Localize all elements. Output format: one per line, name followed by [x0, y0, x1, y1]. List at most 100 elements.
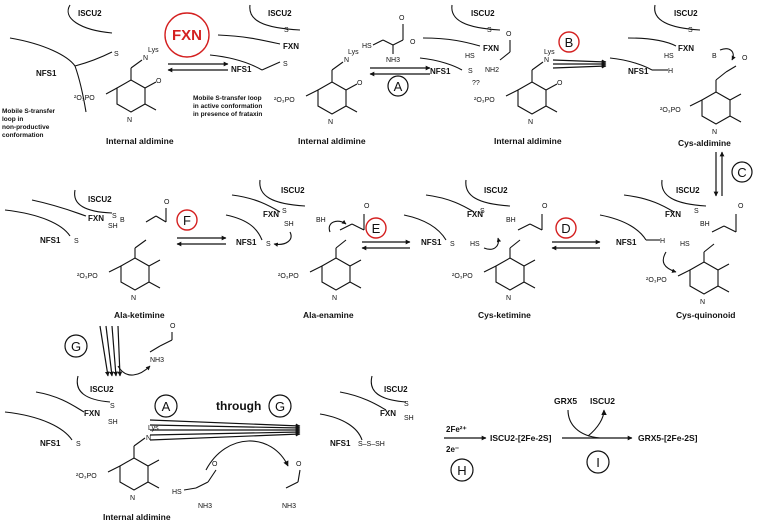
grx5-cluster-label: GRX5-[2Fe-2S]	[638, 433, 698, 443]
caption-internal-aldimine-final: Internal aldimine	[103, 512, 171, 522]
svg-text:ISCU2: ISCU2	[90, 385, 114, 394]
svg-text:G: G	[71, 339, 81, 354]
svg-text:S: S	[487, 27, 492, 34]
electron-label: 2e⁻	[446, 445, 459, 454]
svg-text:N: N	[130, 495, 135, 502]
svg-text:N: N	[332, 295, 337, 302]
svg-text:²O₃PO: ²O₃PO	[77, 273, 98, 280]
svg-text:HS: HS	[362, 43, 372, 50]
svg-text:NH3: NH3	[386, 57, 400, 64]
svg-text:ISCU2: ISCU2	[674, 9, 698, 18]
loop-note-line2: loop in	[2, 116, 23, 123]
svg-text:²O₃PO: ²O₃PO	[274, 97, 295, 104]
released-alanine: O NH3	[149, 323, 176, 364]
svg-text:F: F	[183, 213, 191, 228]
svg-text:HS: HS	[470, 241, 480, 248]
persulfide-label: S–S–SH	[358, 441, 385, 448]
svg-text:N: N	[131, 295, 136, 302]
svg-text:S: S	[282, 208, 287, 215]
nfs1-label: NFS1	[36, 69, 57, 78]
svg-text:²O₃PO: ²O₃PO	[76, 473, 97, 480]
svg-text:NFS1: NFS1	[236, 238, 257, 247]
svg-text:A: A	[394, 79, 403, 94]
svg-text:S: S	[404, 401, 409, 408]
svg-text:²O₃PO: ²O₃PO	[646, 277, 667, 284]
svg-text:O: O	[399, 15, 405, 22]
svg-text:²O₃PO: ²O₃PO	[74, 95, 95, 102]
fxn-marker: FXN	[164, 12, 210, 58]
svg-text:HS: HS	[172, 489, 182, 496]
panel-ala-enamine: ISCU2 FXN NFS1 S S SH BH O N ²O₃PO Ala-e…	[225, 179, 370, 320]
svg-text:C: C	[737, 165, 746, 180]
svg-text:N: N	[146, 435, 151, 442]
step-b-badge: B	[558, 31, 580, 53]
panel-cys-ketimine: ISCU2 FXN NFS1 S S BH HS O N ²O₃PO Cys-k…	[403, 179, 548, 320]
step-c-badge: C	[731, 161, 753, 183]
svg-text:O: O	[506, 31, 512, 38]
svg-text:N: N	[127, 117, 132, 124]
svg-text:O: O	[738, 203, 744, 210]
iscu2-release-label: ISCU2	[590, 396, 615, 406]
svg-text:HS: HS	[465, 53, 475, 60]
svg-text:NFS1: NFS1	[628, 67, 649, 76]
svg-text:A: A	[162, 399, 171, 414]
cysteine-input: O HS NH3	[172, 461, 218, 510]
svg-text:S: S	[283, 61, 288, 68]
panel-internal-aldimine-3: ISCU2 FXN NFS1 S S HS NH2 ?? O N Lys O N…	[419, 4, 563, 146]
equilibrium-arrow-fxn	[167, 61, 229, 73]
svg-text:??: ??	[472, 80, 480, 87]
svg-text:S: S	[266, 241, 271, 248]
svg-text:NH3: NH3	[198, 503, 212, 510]
svg-text:NFS1: NFS1	[40, 439, 61, 448]
svg-text:O: O	[170, 323, 176, 330]
svg-text:in presence of frataxin: in presence of frataxin	[193, 111, 262, 118]
svg-text:NFS1: NFS1	[430, 67, 451, 76]
svg-text:S: S	[480, 208, 485, 215]
svg-text:O: O	[557, 80, 563, 87]
panel-cys-aldimine: ISCU2 FXN NFS1 H S B HS O N ²O₃PO Cys-al…	[609, 4, 748, 148]
svg-text:B: B	[120, 217, 125, 224]
svg-text:²O₃PO: ²O₃PO	[452, 273, 473, 280]
svg-text:SH: SH	[108, 419, 118, 426]
svg-text:S: S	[76, 441, 81, 448]
svg-text:S: S	[694, 208, 699, 215]
plp-structure: N Lys N ²O₃PO	[76, 425, 160, 502]
svg-text:NFS1: NFS1	[330, 439, 351, 448]
svg-text:FXN: FXN	[263, 210, 279, 219]
equilibrium-arrow-f	[176, 235, 227, 247]
svg-text:B: B	[712, 53, 717, 60]
svg-text:O: O	[164, 199, 170, 206]
panel-cys-quinonoid: ISCU2 FXN NFS1 H S BH HS O N ²O₃PO Cys-q…	[599, 179, 744, 320]
caption-internal-aldimine-1: Internal aldimine	[106, 136, 174, 146]
svg-text:N: N	[528, 119, 533, 126]
svg-text:Lys: Lys	[348, 49, 359, 56]
plp-structure: N ²O₃PO	[278, 239, 362, 302]
svg-text:BH: BH	[506, 217, 516, 224]
svg-text:O: O	[410, 39, 416, 46]
caption-internal-aldimine-2: Internal aldimine	[298, 136, 366, 146]
svg-text:NH3: NH3	[150, 357, 164, 364]
iron-sulfur-assembly: 2Fe²⁺ 2e⁻ H ISCU2-[2Fe-2S]	[444, 425, 552, 482]
thiolate-label: S	[114, 51, 119, 58]
equilibrium-arrow-a	[369, 65, 431, 77]
svg-text:FXN: FXN	[88, 214, 104, 223]
svg-text:²O₃PO: ²O₃PO	[660, 107, 681, 114]
iscu2-cluster-label: ISCU2-[2Fe-2S]	[490, 433, 552, 443]
svg-text:FXN: FXN	[84, 409, 100, 418]
plp-structure: N Lys O N ²O₃PO	[74, 47, 162, 124]
svg-text:O: O	[364, 203, 370, 210]
svg-text:FXN: FXN	[467, 210, 483, 219]
alanine-output: O NH3	[282, 461, 302, 510]
svg-text:O: O	[156, 78, 162, 85]
svg-text:ISCU2: ISCU2	[268, 9, 292, 18]
cys-to-ala-arrow	[205, 440, 289, 471]
svg-text:O: O	[296, 461, 302, 468]
step-i-label: I	[596, 455, 600, 470]
caption-ala-enamine: Ala-enamine	[303, 310, 354, 320]
svg-text:D: D	[561, 221, 570, 236]
svg-text:ISCU2: ISCU2	[471, 9, 495, 18]
loop-note-line4: conformation	[2, 132, 44, 139]
step-g-badge-through: G	[268, 394, 292, 418]
svg-text:G: G	[275, 399, 285, 414]
equilibrium-arrow-d	[551, 239, 601, 251]
